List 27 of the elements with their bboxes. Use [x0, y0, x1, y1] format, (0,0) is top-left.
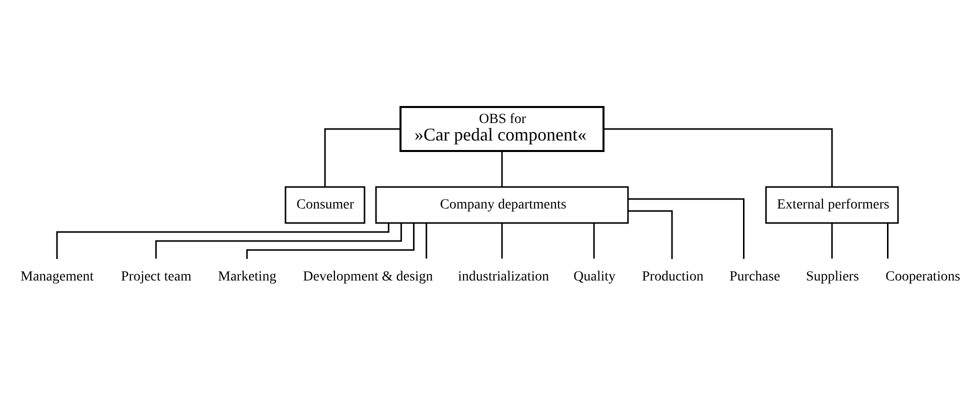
node-text: Purchase: [730, 269, 780, 284]
connector: [246, 222, 415, 258]
node-text: Management: [20, 269, 94, 284]
node-text: Quality: [574, 269, 616, 284]
connector: [604, 128, 833, 186]
connector: [324, 128, 400, 186]
connector: [628, 210, 673, 258]
connector: [628, 198, 744, 258]
node-text: industrialization: [458, 269, 549, 284]
connector: [831, 222, 833, 258]
connector: [593, 222, 595, 258]
node-box: OBS for »Car pedal component«: [400, 106, 604, 152]
connector: [56, 222, 390, 258]
node-text: Production: [642, 269, 704, 284]
node-text: Project team: [121, 269, 192, 284]
connector: [887, 222, 888, 258]
node-text: Suppliers: [806, 269, 859, 284]
connector: [501, 150, 503, 186]
node-text: Marketing: [218, 269, 276, 284]
connector: [426, 222, 428, 258]
node-box: External performers: [765, 186, 899, 224]
connector: [155, 222, 402, 258]
connector: [501, 222, 503, 258]
node-text: Cooperations: [886, 269, 960, 284]
node-box: Company departments: [375, 186, 629, 224]
node-box: Consumer: [284, 186, 366, 224]
node-text: Development & design: [303, 269, 433, 284]
